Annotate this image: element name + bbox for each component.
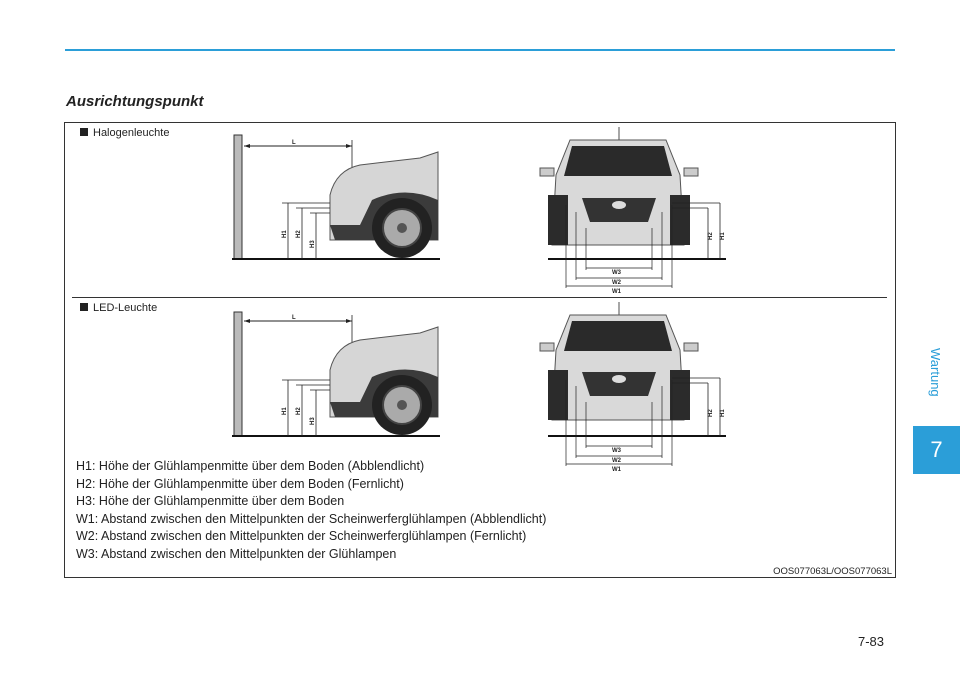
figure-divider [72,297,887,298]
dim-label-H2: H2 [296,230,302,238]
dim-label-H3: H3 [310,417,316,425]
halogen-heading: Halogenleuchte [80,127,169,139]
dim-label-H1: H1 [720,232,726,240]
dim-label-W1: W1 [612,289,622,295]
legend-item: H3: Höhe der Glühlampenmitte über dem Bo… [76,494,345,509]
dim-label-W3: W3 [612,448,622,454]
dim-label-L: L [292,140,296,146]
chapter-name: Wartung [928,348,943,397]
dim-label-H3: H3 [310,240,316,248]
dim-label-W2: W2 [612,458,622,464]
dim-label-H1: H1 [282,407,288,415]
dim-label-W2: W2 [612,280,622,286]
legend-item: W3: Abstand zwischen den Mittelpunkten d… [76,546,397,561]
dim-label-L: L [292,315,296,321]
page-number: 7-83 [858,634,885,649]
dim-label-W1: W1 [612,467,622,473]
legend-item: W2: Abstand zwischen den Mittelpunkten d… [76,529,527,544]
dim-label-H1: H1 [720,409,726,417]
dimension-legend: H1: Höhe der Glühlampenmitte über dem Bo… [76,458,546,564]
top-rule [65,49,895,51]
halogen-label: Halogenleuchte [93,127,170,139]
led-label: LED-Leuchte [93,302,158,314]
chapter-number-tab: 7 [913,426,960,474]
figure-code: OOS077063L/OOS077063L [773,566,892,577]
legend-item: H1: Höhe der Glühlampenmitte über dem Bo… [76,459,425,473]
dim-label-H1: H1 [282,230,288,238]
led-heading: LED-Leuchte [80,302,157,314]
figure-frame [64,122,896,578]
section-title: Ausrichtungspunkt [66,93,204,110]
dim-label-W3: W3 [612,270,622,276]
dim-label-H2: H2 [708,409,714,417]
legend-item: W1: Abstand zwischen den Mittelpunkten d… [76,511,547,526]
dim-label-H2: H2 [708,232,714,240]
bullet-square-icon [80,128,88,136]
bullet-square-icon [80,303,88,311]
legend-item: H2: Höhe der Glühlampenmitte über dem Bo… [76,476,404,491]
dim-label-H2: H2 [296,407,302,415]
